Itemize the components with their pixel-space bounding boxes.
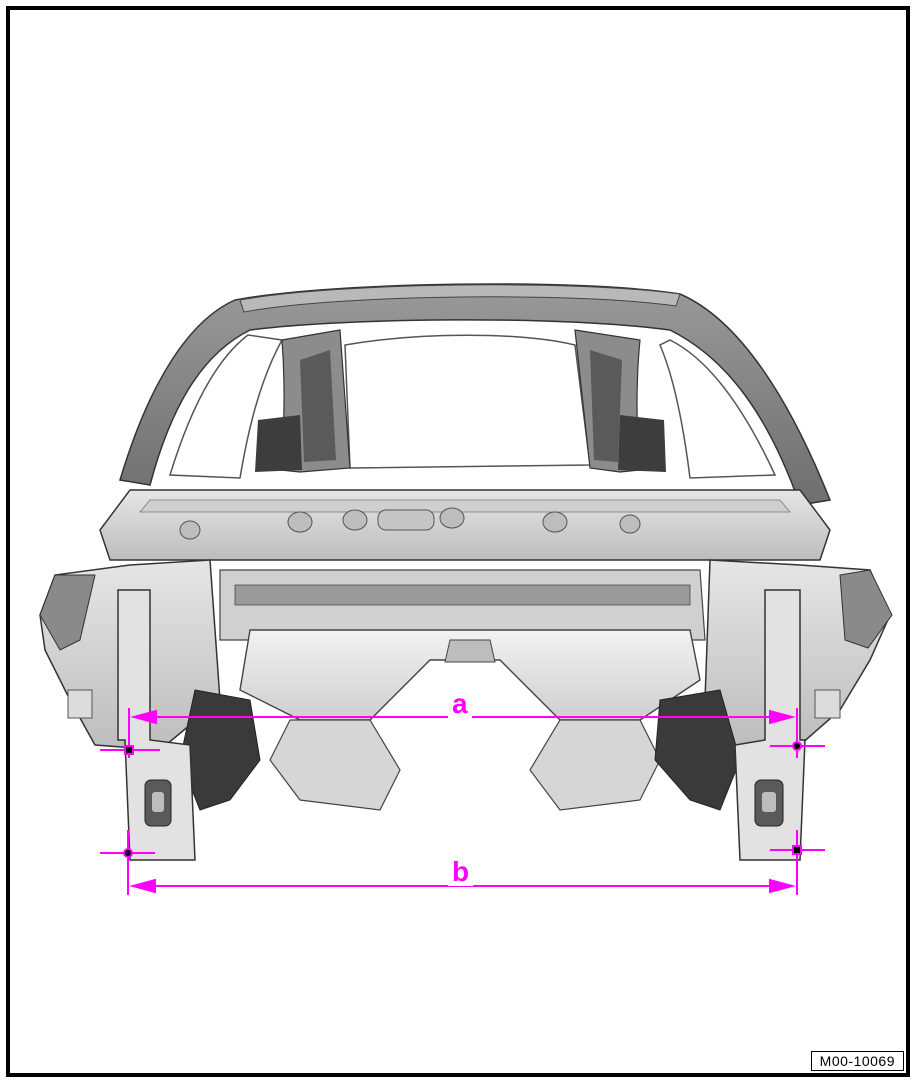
right-side-opening: [659, 339, 777, 479]
left-mount-bracket: [117, 589, 196, 861]
rear-window-opening: [344, 334, 591, 469]
rear-floor-pan: [219, 569, 706, 811]
dimension-b: [127, 830, 798, 895]
right-rear-member: [654, 689, 741, 811]
measuring-points: [100, 741, 825, 858]
figure-reference-code: M00-10069: [810, 1051, 904, 1071]
dimension-label-b: b: [448, 858, 474, 886]
right-mount-bracket: [734, 589, 806, 861]
rear-cross-panel: [99, 489, 831, 561]
dimension-label-a: a: [448, 690, 472, 718]
roof-frame: [119, 283, 832, 506]
left-pillar: [255, 329, 351, 473]
right-pillar: [574, 329, 666, 473]
